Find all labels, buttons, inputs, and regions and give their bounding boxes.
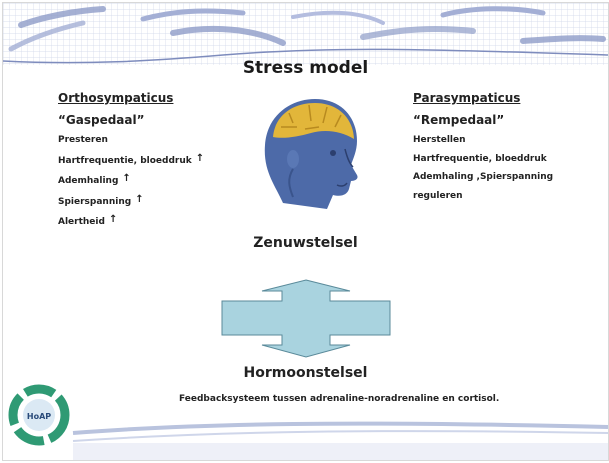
left-item-presteren: Presteren [58, 131, 204, 150]
up-arrow-icon: ↑ [196, 150, 204, 169]
left-item-hartfrequentie: Hartfrequentie, bloeddruk↑ [58, 150, 204, 171]
slide-title: Stress model [3, 58, 608, 78]
right-item-herstellen: Herstellen [413, 131, 553, 150]
bottom-decorative-banner [3, 407, 608, 460]
left-item-alertheid: Alertheid↑ [58, 211, 204, 232]
left-item-ademhaling: Ademhaling↑ [58, 170, 204, 191]
hormoonstelsel-label: Hormoonstelsel [3, 365, 608, 381]
head-icon [253, 93, 363, 211]
zenuwstelsel-label: Zenuwstelsel [3, 235, 608, 251]
left-item-spierspanning: Spierspanning↑ [58, 191, 204, 212]
logo-text: HoAP [27, 412, 51, 421]
up-arrow-icon: ↑ [135, 191, 143, 210]
up-arrow-icon: ↑ [109, 211, 117, 230]
right-item-ademhaling: Ademhaling ,Spierspanning [413, 168, 553, 187]
orthosympaticus-column: Orthosympaticus “Gaspedaal” Presteren Ha… [58, 90, 204, 232]
orthosympaticus-heading: Orthosympaticus [58, 90, 204, 106]
double-arrow-icon [220, 279, 392, 359]
rempedaal-label: “Rempedaal” [413, 112, 553, 128]
up-arrow-icon: ↑ [122, 170, 130, 189]
feedback-text: Feedbacksysteem tussen adrenaline-noradr… [179, 394, 519, 405]
parasympaticus-heading: Parasympaticus [413, 90, 553, 106]
gaspedaal-label: “Gaspedaal” [58, 112, 204, 128]
parasympaticus-column: Parasympaticus “Rempedaal” Herstellen Ha… [413, 90, 553, 205]
right-item-hartfrequentie: Hartfrequentie, bloeddruk [413, 150, 553, 169]
top-decorative-banner [3, 3, 608, 65]
logo-icon: HoAP [5, 379, 77, 449]
right-item-reguleren: reguleren [413, 187, 553, 206]
